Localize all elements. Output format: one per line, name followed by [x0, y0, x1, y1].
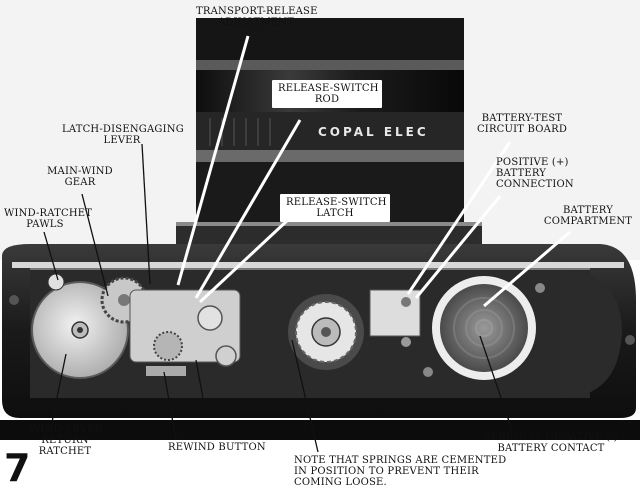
label-rewind-button: REWIND BUTTON — [168, 442, 266, 453]
label-transport-release: TRANSPORT-RELEASE ADJUSTMENT — [196, 6, 318, 28]
label-wind-ratchet: WIND-RATCHET PAWLS — [4, 208, 93, 230]
label-release-switch-latch: RELEASE-SWITCH LATCH — [280, 194, 390, 222]
label-battery-compartment: BATTERY COMPARTMENT — [543, 205, 633, 227]
lens-brand-text: COPAL ELEC — [318, 125, 429, 139]
mechanism-cluster — [47, 273, 241, 376]
label-main-wind-gear: MAIN-WIND GEAR — [47, 166, 113, 188]
label-positive-battery: POSITIVE (+) BATTERY CONNECTION — [496, 157, 574, 190]
label-wind-lever-ratchet: WIND-LEVER RETURN RATCHET — [30, 424, 103, 457]
leader-lines-dark — [43, 143, 513, 453]
label-spring-negative: SPRING IS NEGATIVE (-) BATTERY CONTACT — [484, 432, 618, 454]
figure-number: 7 — [4, 446, 31, 490]
rewind-spool — [288, 294, 364, 370]
label-rewind-latch: REWIND LATCH — [200, 405, 288, 416]
label-note: NOTE THAT SPRINGS ARE CEMENTED IN POSITI… — [294, 455, 507, 488]
lens-barrel — [176, 18, 482, 268]
label-release-switch-rod: RELEASE-SWITCH ROD — [272, 80, 382, 108]
label-latch-disengaging: LATCH-DISENGAGING LEVER — [62, 124, 184, 146]
battery-compartment — [423, 276, 545, 380]
leader-lines — [176, 35, 571, 308]
label-battery-test: BATTERY-TEST CIRCUIT BOARD — [476, 113, 568, 135]
battery-test-board — [369, 289, 421, 347]
